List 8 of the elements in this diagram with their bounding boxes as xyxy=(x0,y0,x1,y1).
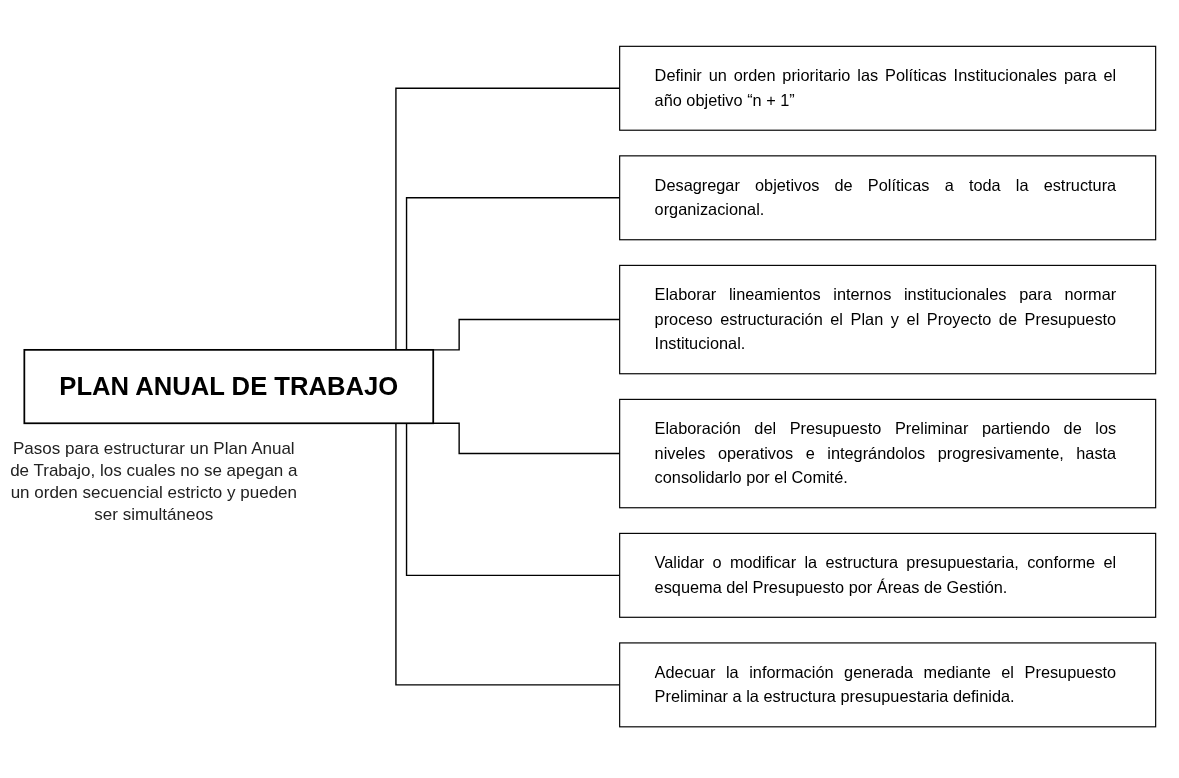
node-caption: Pasos para estructurar un Plan Anual de Trabajo, los cuales no se apegan a un orden secuencial estricto y pueden ser simultáneos xyxy=(9,437,299,526)
node-box: Elaborar lineamientos internos institucionales para normar proceso estructuración el Plan y el Proyecto de Presupuesto Institucional. xyxy=(618,265,1156,375)
node-box: Definir un orden prioritario las Políticas Institucionales para el año objetivo “n + 1” xyxy=(618,46,1156,132)
node-box: Adecuar la información generada mediante el Presupuesto Preliminar a la estructura presupuestaria definida. xyxy=(618,642,1156,728)
node-box: Validar o modificar la estructura presupuestaria, conforme el esquema del Presupuesto por Áreas de Gestión. xyxy=(618,533,1156,619)
node-box: PLAN ANUAL DE TRABAJO xyxy=(22,349,434,425)
node-box: Desagregar objetivos de Políticas a toda la estructura organizacional. xyxy=(618,155,1156,241)
node-box: Elaboración del Presupuesto Preliminar partiendo de los niveles operativos e integrándolos progresivamente, hasta consolidarlo por el Comité. xyxy=(618,399,1156,509)
